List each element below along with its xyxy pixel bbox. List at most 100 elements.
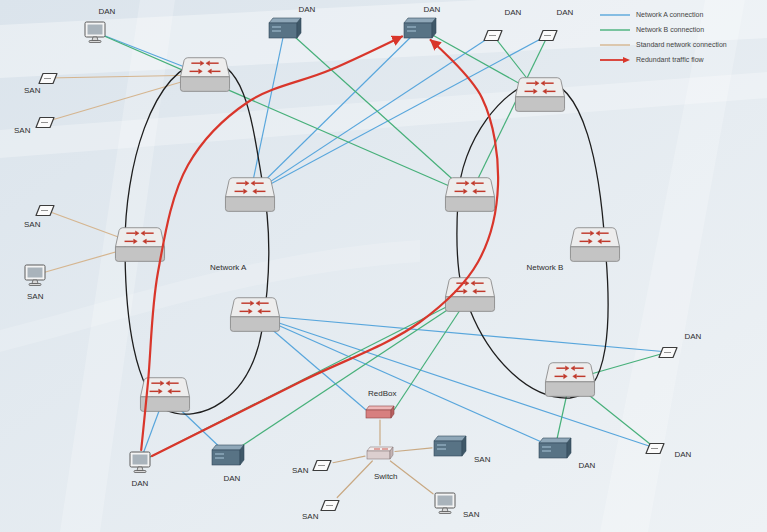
background-beam (600, 0, 745, 532)
switch-box-front (367, 451, 390, 459)
legend-line (600, 59, 624, 61)
device-body (646, 443, 664, 453)
monitor-stand (442, 508, 448, 512)
redundant-flow-arrow (141, 36, 402, 450)
legend-row: Network A connection (598, 7, 727, 22)
san-workstation: SAN (434, 492, 456, 514)
legend-sample (598, 11, 632, 19)
server-icon (268, 17, 302, 39)
device-label: SAN (302, 512, 318, 522)
switch-box-top (367, 447, 393, 451)
ring-switch (515, 78, 564, 112)
server-side (432, 18, 436, 38)
dan-server: DAN (403, 17, 437, 39)
legend-sample (598, 41, 632, 49)
connectors (141, 36, 498, 497)
legend-sample (598, 26, 632, 34)
device-stripe (489, 35, 496, 36)
device-label: DAN (99, 7, 116, 17)
dan-device: DAN (538, 29, 558, 42)
monitor-screen (438, 496, 453, 506)
device-body (36, 117, 54, 127)
device-stripe (651, 448, 658, 449)
network-b-link (285, 28, 470, 195)
small-icon (320, 499, 340, 512)
device-label: RedBox (368, 389, 396, 399)
device-label: DAN (299, 5, 316, 15)
legend-sample (598, 56, 632, 64)
device-label: SAN (24, 86, 40, 96)
network-b-link (95, 32, 470, 195)
redbox-front (366, 410, 391, 418)
switch-box-arrow (382, 449, 388, 450)
monitor-frame (85, 22, 105, 37)
server-top (212, 445, 244, 450)
device-label: DAN (224, 474, 241, 484)
device-body (39, 73, 57, 83)
device-body (659, 347, 677, 357)
ring-switch (115, 228, 164, 262)
dan-server: DAN (538, 437, 572, 459)
device-label: DAN (505, 8, 522, 18)
redbox-icon (365, 405, 395, 419)
server-side (567, 438, 571, 458)
monitor-screen (133, 455, 148, 465)
device-stripe (44, 78, 51, 79)
redundant-flow-arrow (152, 40, 498, 456)
server-top (434, 436, 466, 441)
server-top (404, 18, 436, 23)
server-slot (542, 451, 551, 452)
monitor-frame (435, 493, 455, 508)
network-a-link (250, 35, 548, 195)
ring-switch (570, 228, 619, 262)
device-body (484, 30, 502, 40)
san-device: SAN (320, 499, 340, 512)
legend-text: Network A connection (636, 10, 703, 19)
device-stripe (544, 35, 551, 36)
device-label: DAN (132, 479, 149, 489)
device-stripe (41, 122, 48, 123)
ring-switch (230, 298, 279, 332)
server-top (539, 438, 571, 443)
server-front (269, 23, 297, 38)
device-body (36, 205, 54, 215)
server-slot (272, 27, 281, 28)
device-label: SAN (24, 220, 40, 230)
monitor-frame (130, 452, 150, 467)
standard-link (395, 448, 432, 452)
server-side (462, 436, 466, 456)
monitor-screen (88, 25, 103, 35)
monitor-frame (25, 265, 45, 280)
device-label: DAN (685, 332, 702, 342)
san-workstation: SAN (24, 264, 46, 286)
switch-box: Switch (366, 446, 394, 460)
legend-line (600, 29, 630, 30)
standard-link (337, 461, 372, 498)
monitor-icon (434, 492, 456, 514)
background-beam (0, 0, 767, 78)
monitor-base (439, 512, 451, 514)
dan-workstation: DAN (129, 451, 151, 473)
dan-server: DAN (268, 17, 302, 39)
small-icon (658, 346, 678, 359)
server-front (539, 443, 567, 458)
server-slot (272, 31, 281, 32)
ring-switches (115, 58, 619, 412)
redbox-side (391, 406, 394, 418)
device-body (321, 500, 339, 510)
monitor-screen (28, 268, 43, 278)
san-device: SAN (35, 116, 55, 129)
legend-row: Redundant traffic flow (598, 52, 727, 67)
network-a-links (95, 28, 668, 462)
legend-arrow-head (623, 57, 630, 63)
network-b-link (470, 35, 548, 195)
device-stripe (664, 352, 671, 353)
san-device: SAN (35, 204, 55, 217)
legend-row: Standard network connection (598, 37, 727, 52)
network-b-links (95, 28, 668, 462)
background-beam (0, 240, 420, 352)
redbox: RedBox (365, 405, 395, 419)
server-top (269, 18, 301, 23)
monitor-stand (32, 280, 38, 284)
